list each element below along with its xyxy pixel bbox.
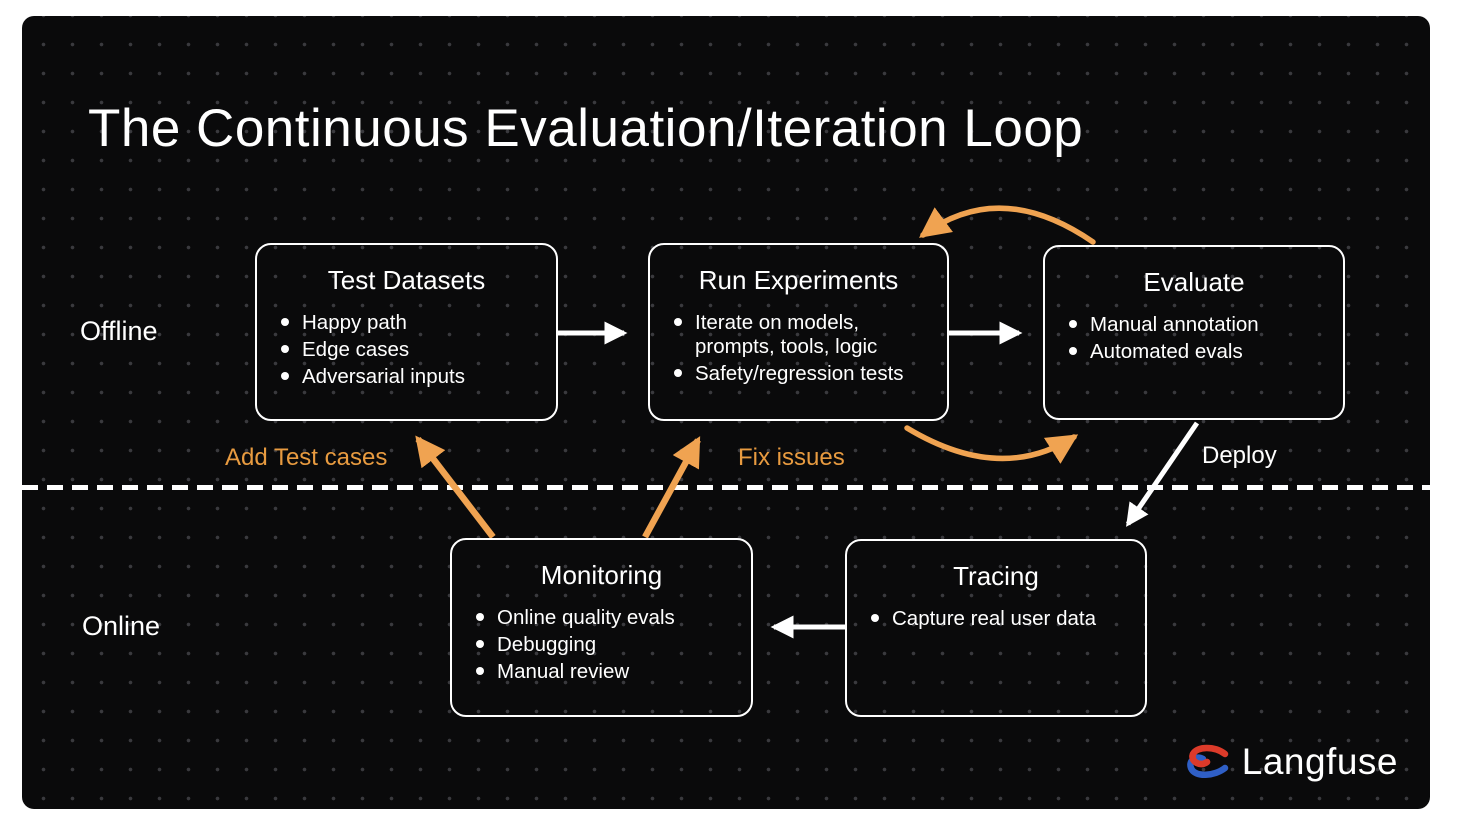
edge-label-fix-issues: Fix issues	[738, 444, 845, 471]
langfuse-knot-icon	[1186, 744, 1228, 778]
bullet-text: Safety/regression tests	[695, 362, 904, 386]
bullet-dot	[476, 613, 484, 621]
bullet-item: Capture real user data	[871, 607, 1131, 631]
bullet-dot	[674, 369, 682, 378]
langfuse-logo: Langfuse	[1185, 741, 1398, 783]
bullet-text: Debugging	[497, 633, 597, 657]
box-monitoring: Monitoring Online quality evals Debuggin…	[450, 538, 753, 717]
bullet-list: Capture real user data	[847, 607, 1145, 631]
bullet-text: Manual annotation	[1090, 313, 1259, 336]
edge-label-deploy: Deploy	[1202, 442, 1277, 469]
box-title: Evaluate	[1143, 267, 1245, 297]
offline-online-divider	[22, 485, 1430, 490]
bullet-item: Happy path	[281, 311, 542, 335]
arrow-deploy-evaluate-to-tracing	[1125, 421, 1200, 527]
bullet-text: Iterate on models, prompts, tools, logic	[695, 311, 878, 359]
box-title: Test Datasets	[327, 265, 486, 295]
bullet-dot	[674, 318, 682, 326]
bullet-list: Happy path Edge cases Adversarial inputs	[257, 311, 556, 390]
arc-evaluate-to-runexperiments	[919, 205, 1096, 245]
slide-canvas: The Continuous Evaluation/Iteration Loop…	[22, 16, 1430, 809]
bullet-dot	[281, 372, 289, 381]
edge-label-add-test-cases: Add Test cases	[225, 444, 388, 471]
bullet-item: Adversarial inputs	[281, 365, 542, 389]
bullet-item: Automated evals	[1069, 340, 1329, 364]
box-evaluate: Evaluate Manual annotation Automated eva…	[1043, 245, 1345, 420]
bullet-text: Happy path	[302, 311, 407, 334]
bullet-list: Iterate on models, prompts, tools, logic…	[650, 311, 947, 387]
bullet-dot	[281, 345, 289, 354]
bullet-item: Manual annotation	[1069, 313, 1329, 337]
bullet-item: Manual review	[476, 660, 737, 684]
bullet-list: Online quality evals Debugging Manual re…	[452, 606, 751, 685]
box-test-datasets: Test Datasets Happy path Edge cases Adve…	[255, 243, 558, 421]
bullet-text: Edge cases	[302, 338, 410, 362]
bullet-text: Online quality evals	[497, 606, 675, 629]
bullet-dot	[476, 640, 484, 649]
bullet-item: Iterate on models, prompts, tools, logic	[674, 311, 933, 359]
bullet-dot	[1069, 320, 1077, 328]
bullet-item: Debugging	[476, 633, 737, 657]
bullet-text: Capture real user data	[892, 607, 1096, 630]
lane-label-online: Online	[82, 611, 161, 641]
box-tracing: Tracing Capture real user data	[845, 539, 1147, 717]
box-title: Monitoring	[540, 560, 663, 590]
bullet-text: Manual review	[497, 660, 630, 684]
bullet-item: Edge cases	[281, 338, 542, 362]
lane-label-offline: Offline	[80, 316, 158, 346]
bullet-list: Manual annotation Automated evals	[1045, 313, 1343, 364]
arc-runexperiments-to-evaluate	[904, 425, 1079, 464]
box-title: Tracing	[953, 561, 1039, 591]
box-run-experiments: Run Experiments Iterate on models, promp…	[648, 243, 949, 421]
bullet-text: Automated evals	[1090, 340, 1243, 364]
bullet-dot	[281, 318, 289, 326]
bullet-dot	[871, 614, 879, 622]
bullet-dot	[1069, 347, 1077, 356]
bullet-dot	[476, 667, 484, 676]
bullet-text: Adversarial inputs	[302, 365, 465, 389]
bullet-item: Online quality evals	[476, 606, 737, 630]
page-title: The Continuous Evaluation/Iteration Loop	[88, 99, 1084, 158]
box-title: Run Experiments	[698, 265, 899, 295]
langfuse-logo-text: Langfuse	[1241, 741, 1398, 782]
bullet-item: Safety/regression tests	[674, 362, 933, 386]
